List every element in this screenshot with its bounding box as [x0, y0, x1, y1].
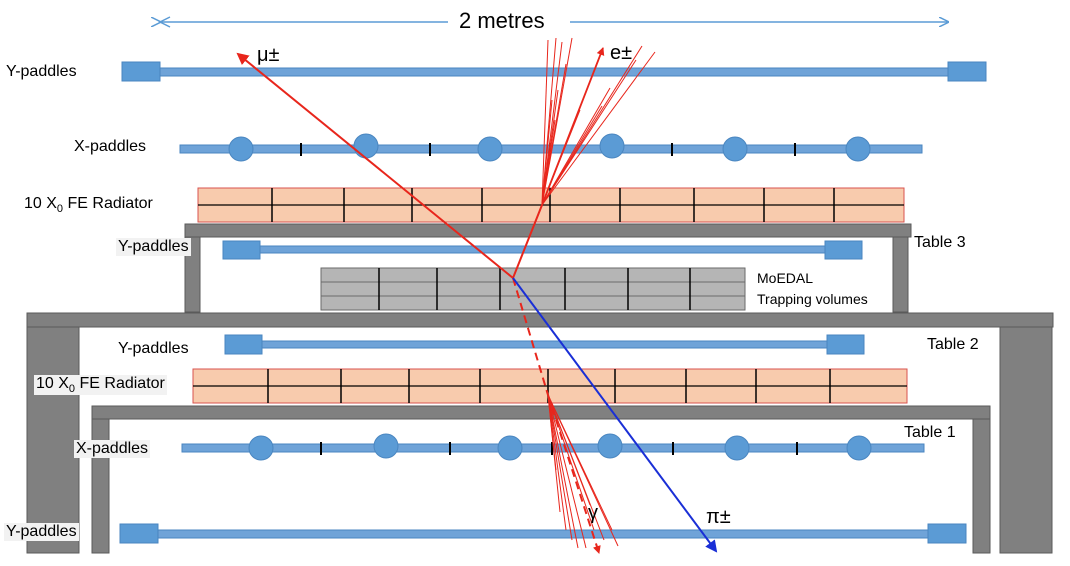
particle-tracks — [236, 37, 718, 554]
y-paddles-bottom-label: Y-paddles — [4, 523, 79, 541]
pion-label: π± — [706, 506, 731, 528]
table2-label: Table 2 — [927, 336, 979, 353]
electron-shower — [541, 37, 656, 206]
electron-track — [512, 204, 543, 279]
moedal-trapping-volumes — [320, 267, 746, 311]
photon-label: γ — [588, 502, 598, 524]
y-paddles-table2 — [224, 334, 865, 355]
muon-track — [236, 52, 514, 279]
table1-leg-right — [972, 418, 991, 554]
trapping-volumes-label: Trapping volumes — [757, 291, 868, 307]
y-paddles-bottom — [119, 523, 967, 544]
photon-track — [512, 277, 549, 396]
y-paddles-table3 — [222, 240, 863, 260]
radiator-bottom-label: 10 X0 FE Radiator — [34, 375, 167, 396]
table-structures — [26, 223, 1054, 554]
muon-label: μ± — [257, 44, 280, 66]
electron-label: e± — [610, 42, 633, 64]
photon-shower — [547, 394, 619, 554]
table2-leg-left — [26, 326, 80, 554]
y-paddles-top-label: Y-paddles — [6, 63, 77, 80]
scale-arrow — [160, 16, 948, 28]
x-paddles-bottom-label: X-paddles — [74, 440, 151, 458]
table3-leg-right — [892, 236, 909, 313]
scale-label: 2 metres — [459, 8, 545, 33]
table2-leg-right — [999, 326, 1053, 554]
radiator-top-label: 10 X0 FE Radiator — [24, 195, 153, 216]
y-paddles-table3-label: Y-paddles — [116, 238, 191, 256]
table1-label: Table 1 — [904, 424, 956, 441]
table3-label: Table 3 — [914, 234, 966, 251]
moedal-label: MoEDAL — [757, 270, 814, 286]
radiator-top — [197, 187, 905, 223]
y-paddles-table2-label: Y-paddles — [118, 340, 189, 357]
y-paddles-top — [121, 61, 987, 82]
pion-track — [512, 277, 718, 553]
radiator-bottom — [192, 368, 908, 404]
table3-top — [184, 223, 912, 238]
table1-top — [91, 405, 991, 420]
x-paddles-top-label: X-paddles — [74, 138, 147, 155]
